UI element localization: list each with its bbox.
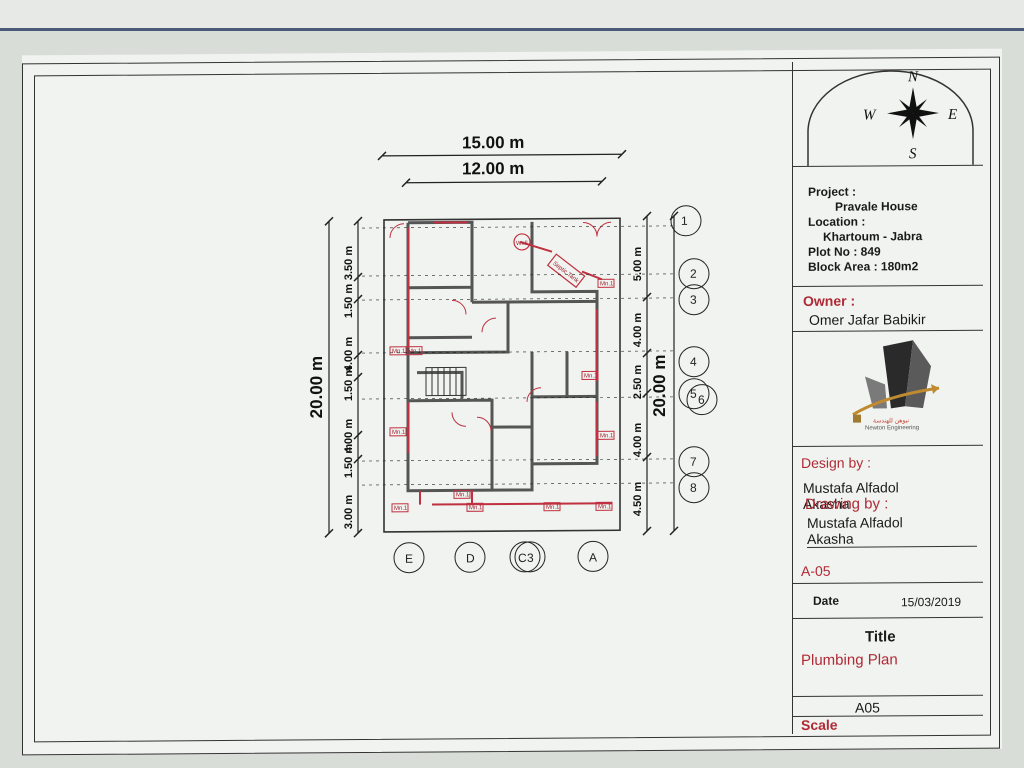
date-cell: Date 15/03/2019 bbox=[793, 582, 983, 620]
design-label: Design by : bbox=[801, 454, 872, 471]
logo-cell: نيوهن للهندسة Newton Engineering bbox=[793, 330, 983, 448]
grid-row-4: 4 bbox=[690, 355, 697, 369]
compass-cell: N S E W bbox=[793, 60, 983, 168]
grid-row-7: 7 bbox=[690, 455, 697, 469]
dim-left-seg-1: 3.00 m bbox=[343, 495, 355, 530]
dim-inner-width: 12.00 m bbox=[462, 159, 524, 178]
compass-rose-icon: N S E W bbox=[807, 69, 974, 166]
sheet-code-cell: A-05 bbox=[793, 547, 983, 585]
well-label: Well bbox=[516, 241, 528, 247]
plot-number: Plot No : 849 bbox=[808, 244, 881, 259]
svg-text:Mn.1: Mn.1 bbox=[392, 430, 406, 436]
project-value: Pravale House bbox=[835, 199, 918, 214]
title-value: Plumbing Plan bbox=[801, 651, 898, 669]
logo-text-arabic: نيوهن للهندسة bbox=[873, 417, 909, 424]
owner-label: Owner : bbox=[803, 292, 856, 309]
scale-cell: Scale bbox=[793, 716, 983, 734]
svg-text:Mn.1: Mn.1 bbox=[469, 505, 483, 511]
grid-col-3: 3 bbox=[527, 551, 534, 565]
dim-left-seg-3: 4.00 m bbox=[343, 419, 355, 454]
dim-right-seg-5: 4.50 m bbox=[632, 482, 644, 517]
floor-plan-drawing: Well Septic Tank Mn.1 Mn.1 Mn.1 Mn.1 Mn.… bbox=[307, 133, 718, 574]
dim-line-inner-width bbox=[406, 180, 602, 184]
logo-text-english: Newton Engineering bbox=[865, 425, 919, 431]
svg-text:Mn.1: Mn.1 bbox=[394, 506, 408, 512]
location-value: Khartoum - Jabra bbox=[823, 229, 923, 244]
dim-overall-width: 15.00 m bbox=[462, 133, 524, 152]
dim-left-seg-5: 4.00 m bbox=[343, 337, 355, 372]
drawing-sheet: Well Septic Tank Mn.1 Mn.1 Mn.1 Mn.1 Mn.… bbox=[22, 48, 1002, 756]
drawing-label: Drawing by : bbox=[805, 495, 889, 513]
svg-text:Mn.1: Mn.1 bbox=[408, 349, 422, 355]
drawing-name-1: Mustafa Alfadol bbox=[807, 514, 903, 531]
exterior-walls bbox=[406, 221, 599, 493]
block-area: Block Area : 180m2 bbox=[808, 259, 919, 274]
design-cell: Design by : Mustafa Alfadol Akasha Drawi… bbox=[793, 446, 983, 549]
title-label: Title bbox=[865, 628, 896, 646]
drawing-name-2: Akasha bbox=[807, 529, 977, 548]
grid-row-5: 5 bbox=[690, 387, 697, 401]
svg-text:Mn.1: Mn.1 bbox=[392, 349, 406, 355]
grid-row-1: 1 bbox=[681, 214, 688, 228]
screen-top-bar bbox=[0, 0, 1024, 31]
grid-col-c: C bbox=[518, 551, 527, 565]
grid-row-8: 8 bbox=[690, 481, 697, 495]
dim-right-seg-4: 4.00 m bbox=[632, 423, 644, 458]
svg-text:Mn.1: Mn.1 bbox=[456, 492, 470, 498]
dim-left-seg-6: 1.50 m bbox=[343, 284, 355, 319]
date-label: Date bbox=[813, 593, 840, 608]
sheet-number: A05 bbox=[855, 699, 880, 716]
title-cell: Title Plumbing Plan bbox=[793, 617, 983, 698]
company-logo: نيوهن للهندسة Newton Engineering bbox=[852, 340, 940, 432]
date-value: 15/03/2019 bbox=[901, 594, 962, 610]
grid-row-6: 6 bbox=[698, 393, 705, 407]
project-label: Project : bbox=[808, 184, 857, 199]
svg-text:Mn.1: Mn.1 bbox=[584, 373, 598, 379]
compass-s: S bbox=[909, 146, 917, 162]
manholes: Mn.1 Mn.1 Mn.1 Mn.1 Mn.1 Mn.1 Mn.1 Mn.1 … bbox=[389, 278, 615, 513]
dim-right-seg-1: 5.00 m bbox=[632, 247, 644, 282]
dim-right-seg-2: 4.00 m bbox=[632, 313, 644, 348]
compass-e: E bbox=[947, 107, 957, 123]
grid-col-d: D bbox=[466, 551, 475, 565]
svg-text:Mn.1: Mn.1 bbox=[600, 433, 614, 439]
grid-row-3: 3 bbox=[690, 293, 697, 307]
grid-col-a: A bbox=[589, 550, 597, 564]
dim-left-seg-4: 1.50 m bbox=[343, 367, 355, 402]
dim-right-height: 20.00 m bbox=[650, 355, 669, 418]
svg-text:Mn.1: Mn.1 bbox=[598, 504, 612, 510]
svg-text:Mn.1: Mn.1 bbox=[546, 505, 560, 511]
location-label: Location : bbox=[808, 214, 866, 229]
dim-left-seg-7: 3.50 m bbox=[343, 246, 355, 281]
sheet-code: A-05 bbox=[801, 562, 831, 579]
owner-value: Omer Jafar Babikir bbox=[809, 311, 926, 328]
project-info-cell: Project : Pravale House Location : Khart… bbox=[793, 165, 983, 288]
title-block: N S E W Project : Pravale House Location… bbox=[792, 60, 983, 735]
well-symbol bbox=[513, 233, 531, 251]
owner-cell: Owner : Omer Jafar Babikir bbox=[793, 285, 983, 333]
septic-tank-label: Septic Tank bbox=[551, 261, 580, 285]
grid-row-2: 2 bbox=[690, 267, 697, 281]
dim-overall-height: 20.00 m bbox=[307, 356, 326, 419]
plumbing-pipes bbox=[407, 221, 612, 506]
compass-n: N bbox=[907, 69, 919, 85]
sheet-number-cell: A05 bbox=[793, 695, 983, 718]
plot-boundary bbox=[383, 217, 621, 533]
dim-line-overall-width bbox=[382, 153, 622, 157]
dim-left-seg-2: 1.50 m bbox=[343, 444, 355, 479]
compass-w: W bbox=[863, 107, 877, 123]
septic-tank-symbol bbox=[546, 253, 586, 289]
dim-right-seg-3: 2.50 m bbox=[632, 365, 644, 400]
grid-col-e: E bbox=[405, 552, 413, 566]
svg-text:Mn.1: Mn.1 bbox=[600, 281, 614, 287]
design-name-1: Mustafa Alfadol bbox=[803, 479, 899, 496]
scale-label: Scale bbox=[801, 716, 838, 733]
